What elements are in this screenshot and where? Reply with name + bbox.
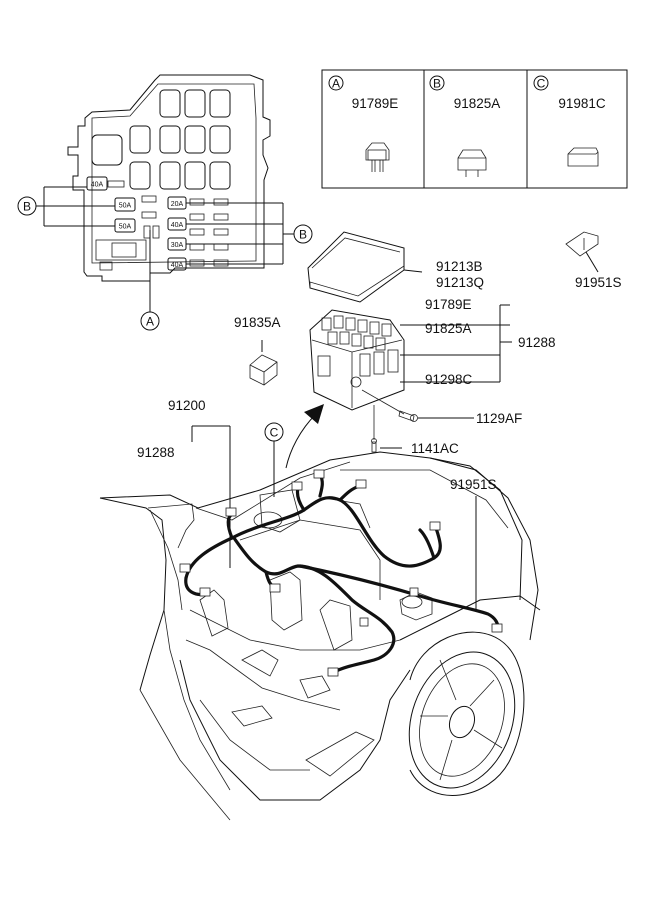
label-91288: 91288 (518, 335, 556, 350)
callout-b-left: B (17, 186, 115, 227)
fuse-box-outline (67, 74, 271, 282)
callout-c: C (264, 422, 284, 497)
fuse-box-layout: 40A 50A 50A 20A 40A 30A 40A (17, 74, 313, 331)
bolt-part: 1129AF (361, 389, 522, 426)
legend-part-a: 91789E (352, 96, 399, 111)
legend-circle-a (328, 75, 344, 91)
svg-text:A: A (146, 315, 154, 329)
fuse-40a-right-1: 40A (167, 217, 187, 231)
svg-text:B: B (299, 228, 307, 242)
legend-border (321, 69, 628, 189)
mini-fuse-slots (95, 180, 229, 271)
legend-cell-c: C 91981C (533, 75, 606, 167)
svg-text:50A: 50A (119, 203, 132, 210)
svg-text:50A: 50A (119, 224, 132, 231)
label-91298c: 91298C (425, 372, 473, 387)
relay-icon (457, 149, 487, 177)
legend-part-b: 91825A (454, 96, 501, 111)
callout-b-right: B (186, 202, 313, 265)
blade-fuse-icon (365, 142, 390, 172)
label-91835a: 91835A (234, 315, 281, 330)
legend-cell-b: B 91825A (429, 75, 501, 177)
legend-circle-b (429, 75, 445, 91)
label-91213b: 91213B (436, 259, 483, 274)
fuse-box-inner (91, 83, 257, 264)
svg-text:30A: 30A (171, 242, 184, 249)
fuse-20a: 20A (167, 196, 187, 210)
legend-circle-c (533, 75, 549, 91)
bracket-91951s-bottom: 91951S (450, 477, 497, 612)
legend-part-c: 91981C (558, 96, 606, 111)
bracket-91951s-top: 91951S (565, 231, 622, 290)
car-engine-bay (99, 451, 541, 821)
legend-letter-a: A (332, 77, 340, 91)
front-wheel (399, 595, 541, 796)
svg-text:40A: 40A (91, 182, 104, 189)
label-91951s-top: 91951S (575, 275, 622, 290)
relay-sockets (91, 89, 231, 190)
fuse-50a-bottom: 50A (114, 218, 136, 233)
label-1129af: 1129AF (476, 411, 522, 426)
legend-letter-b: B (433, 77, 441, 91)
legend-cell-a: A 91789E (328, 75, 399, 172)
fuse-91835a: 91835A (234, 315, 281, 386)
fuse-30a: 30A (167, 237, 187, 251)
label-91213q: 91213Q (436, 275, 484, 290)
harness-labels: 91200 91288 (137, 398, 231, 568)
label-1141ac: 1141AC (411, 441, 459, 456)
fuse-50a-top: 50A (114, 197, 136, 212)
label-91951s-bottom: 91951S (450, 477, 497, 492)
wiring-harness (179, 469, 503, 677)
svg-text:C: C (270, 426, 279, 440)
svg-text:20A: 20A (171, 201, 184, 208)
label-91200: 91200 (168, 398, 206, 413)
svg-text:B: B (23, 200, 31, 214)
label-91789e: 91789E (425, 297, 472, 312)
legend-table: A 91789E B 91825A (321, 69, 628, 189)
relay-junction-box: 91789E 91825A 91288 91298C (309, 297, 556, 411)
screw-part: 1141AC (371, 405, 459, 456)
callout-a: A (140, 230, 160, 331)
legend-letter-c: C (537, 77, 546, 91)
svg-text:40A: 40A (171, 222, 184, 229)
label-91288-harness: 91288 (137, 445, 175, 460)
pointer-arrow (285, 404, 324, 469)
svg-text:40A: 40A (171, 262, 184, 269)
junction-box-cover: 91213B 91213Q (307, 231, 484, 303)
fuse-40a-left: 40A (86, 176, 108, 191)
label-91825a: 91825A (425, 321, 472, 336)
module-icon (567, 147, 599, 167)
